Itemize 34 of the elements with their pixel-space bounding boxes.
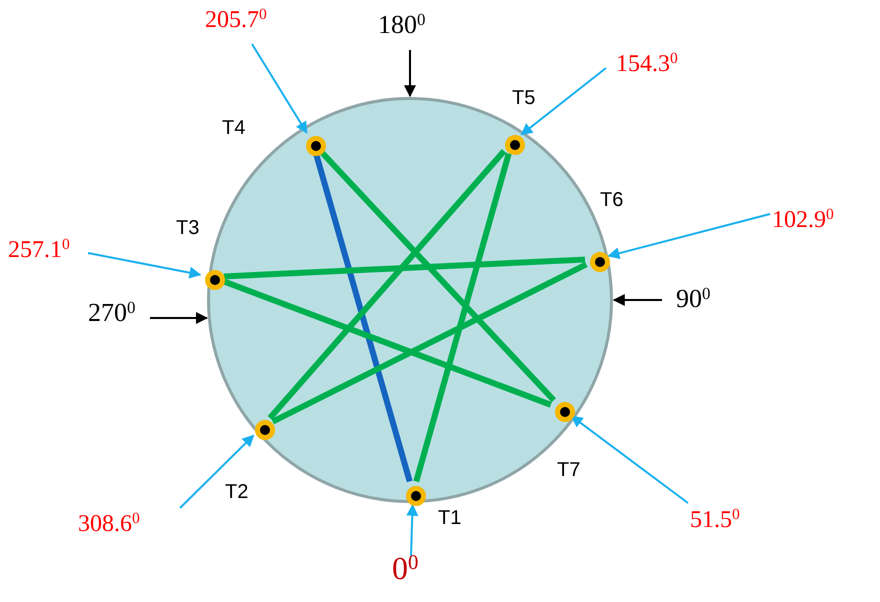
angle-label: 180$^{0}$ (378, 10, 426, 39)
terminal-label: T5 (512, 88, 536, 108)
angle-label: 308.6$^{0}$ (78, 511, 140, 537)
terminal-label: T7 (557, 460, 580, 480)
terminal-label: T1 (438, 508, 462, 528)
angle-label: 205.7$^{0}$ (205, 7, 267, 33)
terminal-label: T6 (600, 190, 624, 210)
arrow (150, 312, 208, 324)
arrow (88, 252, 202, 279)
arrow (612, 294, 662, 306)
angle-label: 270$^{0}$ (88, 298, 136, 327)
terminal-label: T3 (176, 218, 200, 238)
chord-line (268, 149, 506, 420)
arrow (607, 213, 770, 260)
chord-line (224, 256, 586, 280)
chord-line (413, 152, 512, 482)
angle-label: 102.9$^{0}$ (772, 207, 834, 233)
arrow (570, 415, 689, 504)
chord-line (222, 278, 552, 408)
angle-label: 0$^{0}$ (392, 550, 418, 586)
arrow (179, 434, 254, 509)
chord-line (313, 154, 413, 482)
angle-label: 154.3$^{0}$ (616, 51, 678, 77)
angle-label: 51.5$^{0}$ (690, 507, 740, 533)
arrow (251, 43, 308, 134)
arrow (404, 50, 416, 98)
terminal-label: T2 (225, 482, 248, 502)
terminal-label: T4 (222, 118, 246, 138)
chord-line (319, 150, 556, 402)
arrow (406, 504, 418, 556)
chord-line (271, 262, 588, 424)
angle-label: 257.1$^{0}$ (8, 237, 70, 263)
angle-label: 90$^{0}$ (676, 284, 710, 313)
arrow (520, 67, 607, 136)
